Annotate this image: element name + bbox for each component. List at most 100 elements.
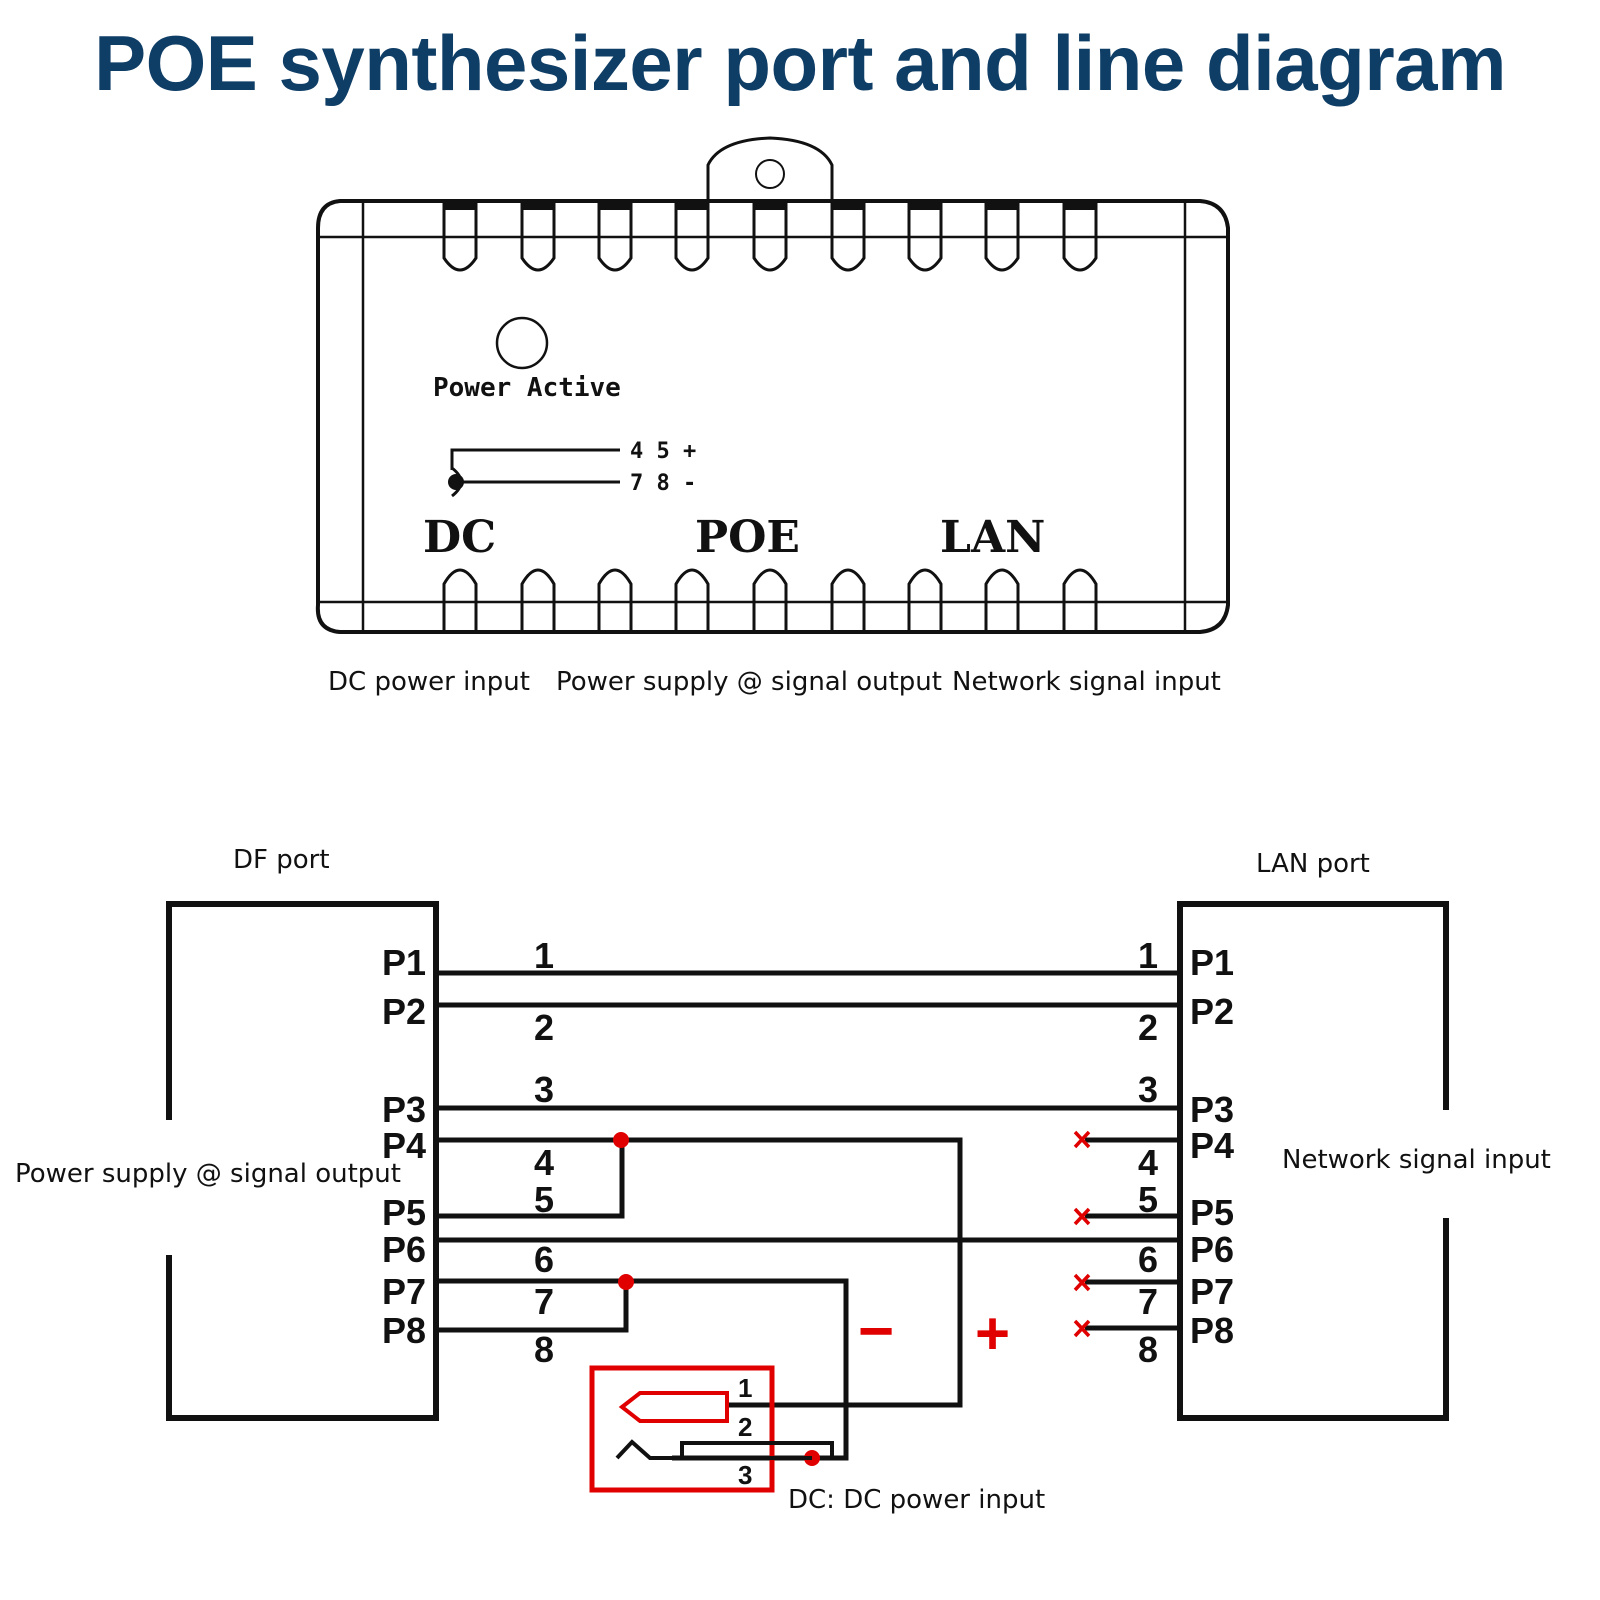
df-port-caption: Power supply @ signal output	[15, 1159, 401, 1189]
wire-8-bridge	[436, 1281, 629, 1333]
wire-number-right: 7	[1138, 1281, 1158, 1322]
caption-dc-power-input: DC power input	[328, 667, 530, 697]
device-body	[315, 199, 1230, 634]
lan-pin-label: P8	[1190, 1310, 1234, 1351]
caption-power-signal-output: Power supply @ signal output	[556, 667, 942, 697]
wires	[436, 970, 1180, 1461]
top-fin	[752, 203, 788, 272]
port-label-lan: LAN	[940, 512, 1045, 563]
top-fin-cap	[521, 201, 555, 210]
df-port-title: DF port	[233, 845, 330, 875]
wire-number-right: 2	[1138, 1007, 1158, 1048]
cut-mark-icon	[1073, 1207, 1091, 1226]
power-active-label: Power Active	[433, 373, 621, 403]
df-pin-label: P1	[382, 942, 426, 983]
lan-pin-label: P2	[1190, 991, 1234, 1032]
bottom-fin	[674, 568, 710, 630]
top-fin	[674, 203, 710, 272]
df-pin-label: P2	[382, 991, 426, 1032]
top-fin	[907, 203, 943, 272]
df-pin-label: P5	[382, 1192, 426, 1233]
top-fin	[520, 203, 556, 272]
top-fin-cap	[908, 201, 942, 210]
wire-number-right: 8	[1138, 1329, 1158, 1370]
df-pin-label: P3	[382, 1089, 426, 1130]
wire-number-left: 8	[534, 1329, 554, 1370]
wire-number-right: 1	[1138, 935, 1158, 976]
power-led-icon	[495, 316, 549, 370]
mounting-hole-icon	[755, 159, 785, 189]
dc-negative-legend: 7 8 -	[630, 471, 696, 496]
dc-jack-caption: DC: DC power input	[788, 1485, 1045, 1515]
df-pin-label: P4	[382, 1125, 426, 1166]
mounting-tab	[706, 136, 834, 203]
top-fin	[442, 203, 478, 272]
page-title: POE synthesizer port and line diagram	[94, 19, 1506, 107]
df-pin-label: P7	[382, 1271, 426, 1312]
dc-positive-legend: 4 5 +	[630, 439, 696, 464]
negative-sign: −	[858, 1297, 894, 1366]
lan-port-caption: Network signal input	[1282, 1145, 1551, 1175]
top-vent-fins	[442, 201, 1098, 272]
bottom-fin	[752, 568, 788, 630]
bottom-fin	[442, 568, 478, 630]
wire-number-right: 5	[1138, 1179, 1158, 1220]
bottom-fin	[830, 568, 866, 630]
lan-pin-label: P3	[1190, 1089, 1234, 1130]
wire-number-left: 5	[534, 1179, 554, 1220]
top-fin-cap	[443, 201, 477, 210]
cut-marks	[1073, 1130, 1091, 1338]
bottom-vent-fins	[442, 568, 1098, 630]
bottom-fin	[520, 568, 556, 630]
bottom-fin	[907, 568, 943, 630]
cut-mark-icon	[1073, 1319, 1091, 1338]
lan-pin-label: P4	[1190, 1125, 1234, 1166]
wire-number-left: 1	[534, 935, 554, 976]
junction-dot-7-8	[618, 1274, 634, 1290]
wire-number-right: 6	[1138, 1239, 1158, 1280]
lan-pin-label: P7	[1190, 1271, 1234, 1312]
df-port-box	[166, 901, 439, 1421]
positive-sign: +	[975, 1300, 1010, 1367]
wire-number-left: 2	[534, 1007, 554, 1048]
port-label-poe: POE	[695, 512, 800, 563]
lan-pin-label: P5	[1190, 1192, 1234, 1233]
df-pin-label: P6	[382, 1229, 426, 1270]
wire-number-right: 3	[1138, 1069, 1158, 1110]
wire-number-right: 4	[1138, 1142, 1158, 1183]
lan-pin-label: P6	[1190, 1229, 1234, 1270]
bottom-fin	[597, 568, 633, 630]
wire-number-left: 3	[534, 1069, 554, 1110]
dc-jack-pin-icon	[618, 1391, 729, 1423]
top-fin-cap	[753, 201, 787, 210]
top-fin	[1062, 203, 1098, 272]
top-fin-cap	[985, 201, 1019, 210]
top-fin-cap	[675, 201, 709, 210]
caption-network-signal-input: Network signal input	[952, 667, 1221, 697]
dc-jack-symbol: 1 2 3	[589, 1365, 834, 1493]
dc-jack-pin-2: 2	[738, 1412, 752, 1442]
cut-mark-icon	[1073, 1130, 1091, 1149]
top-fin	[830, 203, 866, 272]
junction-dot-4-5	[613, 1132, 629, 1148]
top-fin	[984, 203, 1020, 272]
device-housing	[315, 136, 1230, 634]
dc-polarity-legend: 4 5 + 7 8 -	[448, 439, 696, 498]
df-pin-label: P8	[382, 1310, 426, 1351]
wire-5-bridge	[436, 1140, 625, 1219]
lan-pin-label: P1	[1190, 942, 1234, 983]
lan-port-box	[1177, 901, 1449, 1421]
bottom-fin	[984, 568, 1020, 630]
wire-number-left: 4	[534, 1142, 554, 1183]
top-fin	[597, 203, 633, 272]
dc-jack-pin-3: 3	[738, 1460, 752, 1490]
wire-number-left: 7	[534, 1281, 554, 1322]
top-fin-cap	[598, 201, 632, 210]
dc-jack-pin-1: 1	[738, 1373, 752, 1403]
dc-jack-box	[589, 1365, 775, 1493]
